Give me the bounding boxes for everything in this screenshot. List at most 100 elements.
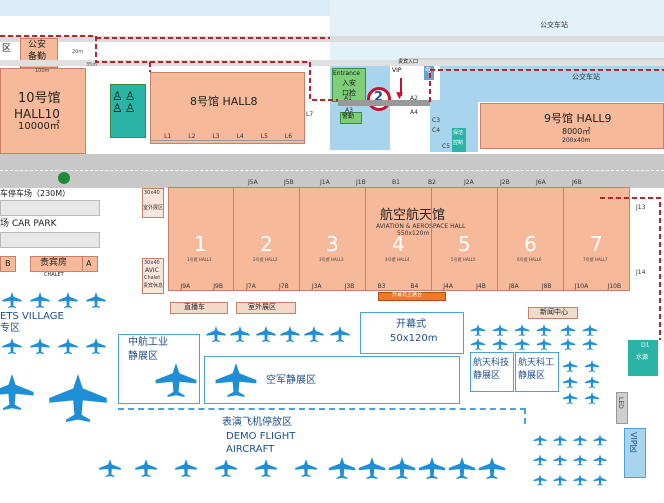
jing-qin-label: 警勤 [342, 113, 355, 120]
zhuan-qu: 专区 [0, 323, 20, 334]
demo-aircraft-icon [255, 459, 277, 477]
parked-jet-icon [86, 338, 106, 354]
parked-jet-icon [2, 338, 22, 354]
door-j9a[interactable]: J9A [180, 283, 191, 290]
avic3: Chalet [144, 275, 161, 281]
door-l5[interactable]: L5 [260, 133, 268, 140]
door-a2: A2 [410, 95, 418, 102]
door-l2[interactable]: L2 [188, 133, 196, 140]
door-j9b[interactable]: J9B [213, 283, 223, 290]
hall8[interactable] [150, 72, 305, 144]
airforce-static-zone[interactable] [204, 356, 460, 404]
people-icon: ♙♙♙♙ [112, 89, 138, 115]
outdoor-top: 室外展区 [143, 205, 164, 211]
live-stream-truck[interactable] [170, 302, 228, 314]
demo-aircraft-icon [175, 459, 197, 477]
fighter-jet-icon [304, 326, 324, 342]
avic-chalet[interactable] [142, 258, 164, 294]
small-jet-icon [582, 338, 598, 350]
door-j6b[interactable]: J6B [572, 179, 582, 186]
door-l6[interactable]: L6 [284, 133, 293, 140]
door-c3: C3 [432, 117, 441, 124]
door-j1b[interactable]: J1B [356, 179, 366, 186]
door-l4[interactable]: L4 [236, 133, 244, 140]
demo-flight-zone[interactable] [118, 408, 526, 424]
airforce-static: 空军静展区 [266, 375, 316, 386]
control-label: 保洁 [453, 130, 464, 136]
fighter-jet-icon [256, 326, 276, 342]
aerospace-size: 550x120m [397, 230, 430, 237]
outdoor-chalet-top[interactable] [142, 188, 164, 218]
door-l1[interactable]: L1 [164, 133, 172, 140]
door-j4b[interactable]: J4B [476, 283, 486, 290]
door-j3b[interactable]: J3B [344, 283, 355, 290]
hall8-inner-line [150, 140, 305, 141]
door-j2a[interactable]: J2A [464, 179, 474, 186]
door-b4[interactable]: B4 [410, 283, 419, 290]
hall-section-sub: 7号馆 HALL7 [583, 257, 608, 262]
hall8-label: 8号馆 HALL8 [190, 95, 258, 108]
door-j6a[interactable]: J6A [536, 179, 546, 186]
hall-section-4[interactable] [366, 187, 432, 291]
hall10[interactable] [0, 68, 86, 154]
hall-section-1[interactable] [168, 187, 234, 291]
small-jet-icon [470, 324, 486, 336]
entrance-cn2: 口检 [342, 89, 356, 97]
opening-podium[interactable] [378, 292, 446, 301]
door-l3[interactable]: L3 [212, 133, 220, 140]
door-j5a[interactable]: J5A [248, 179, 258, 186]
location-badge[interactable] [367, 87, 391, 111]
chalet-b[interactable] [0, 256, 16, 272]
led-label: LED [617, 397, 624, 409]
demo-aircraft-icon [478, 457, 506, 479]
jets-village: ETS VILLAGE [0, 311, 64, 322]
exhibition-area[interactable] [236, 302, 296, 314]
hall-section-sub: 1号馆 HALL1 [187, 257, 212, 262]
aerospace-english: AVIATION & AEROSPACE HALL [376, 223, 466, 230]
opening-zone[interactable] [360, 312, 464, 354]
entrance-en: Entrance [333, 70, 360, 77]
entrance-cn1: 入安 [342, 79, 356, 87]
door-j14: J14 [636, 269, 646, 276]
door-j8b[interactable]: J8B [541, 283, 552, 290]
door-b3[interactable]: B3 [377, 283, 386, 290]
hall-section-5[interactable] [432, 187, 498, 291]
door-j10b[interactable]: J10B [607, 283, 622, 290]
demo-en1: DEMO FLIGHT [226, 431, 296, 442]
chalet-a-label: A [86, 259, 92, 268]
badge-number: 2 [374, 90, 384, 105]
hangtian-keji-zone[interactable] [470, 352, 514, 392]
door-j8a[interactable]: J8A [509, 283, 519, 290]
door-j2b[interactable]: J2B [500, 179, 510, 186]
led-screen[interactable] [616, 392, 628, 424]
door-j7a[interactable]: J7A [246, 283, 256, 290]
door-j1a[interactable]: J1A [320, 179, 330, 186]
door-j5b[interactable]: J5B [284, 179, 294, 186]
hall-section-3[interactable] [300, 187, 366, 291]
wai-top: 30x40 [144, 190, 160, 196]
small-jet-icon [470, 338, 486, 350]
door-a4: A4 [410, 109, 418, 116]
river-band [330, 0, 664, 60]
door-j10a[interactable]: J10A [574, 283, 589, 290]
door-c5: C5 [442, 143, 451, 150]
water-source[interactable] [628, 340, 658, 376]
door-b2[interactable]: B2 [428, 179, 436, 186]
door-b1[interactable]: B1 [392, 179, 400, 186]
door-j3a[interactable]: J3A [311, 283, 322, 290]
aerospace-hall[interactable] [168, 187, 630, 291]
hall-section-6[interactable] [498, 187, 564, 291]
green-dot [58, 172, 70, 184]
chalet-a[interactable] [82, 256, 98, 272]
door-j7b[interactable]: J7B [279, 283, 289, 290]
avic-static-zone[interactable] [118, 334, 200, 404]
chalet-label: CHALET [44, 272, 64, 278]
vip-zone[interactable] [624, 428, 646, 478]
hall-section-2[interactable] [234, 187, 300, 291]
hall9[interactable] [480, 103, 664, 149]
hangtian-kegong-zone[interactable] [515, 352, 559, 392]
helicopter-icon [533, 454, 547, 466]
main-road-dash [0, 170, 664, 171]
door-j4a[interactable]: J4A [443, 283, 453, 290]
news-center[interactable] [528, 307, 578, 319]
